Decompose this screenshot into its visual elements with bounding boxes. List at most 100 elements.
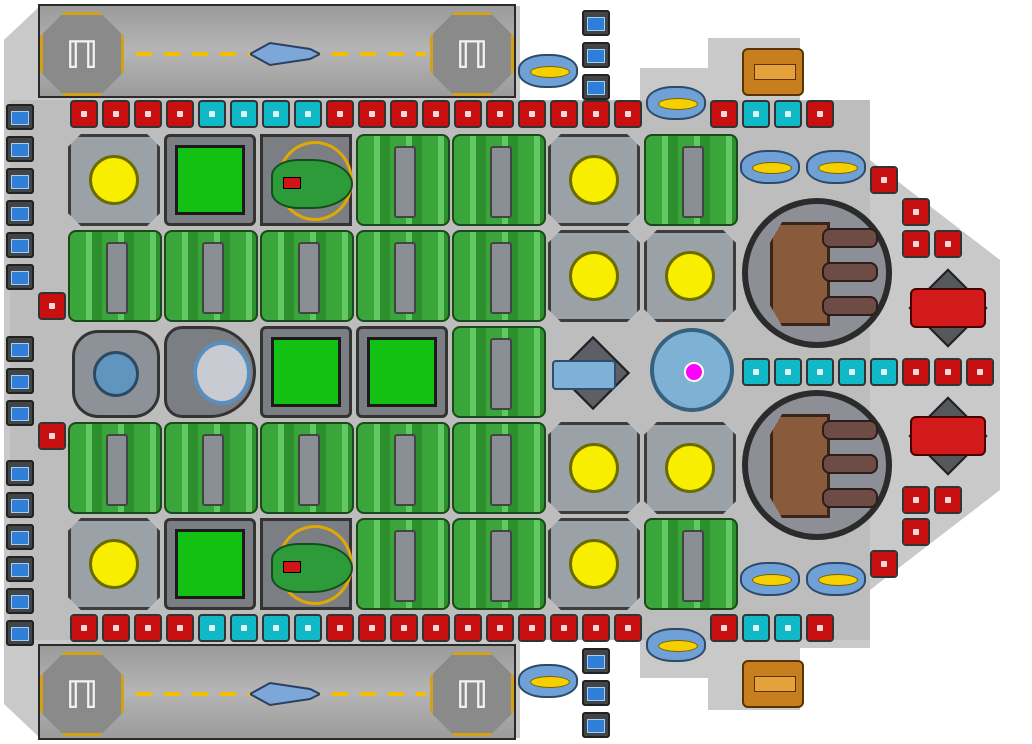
beam-weapon-icon[interactable] <box>548 328 638 418</box>
landing-pad-bottom[interactable]: ℿ ℿ <box>38 644 516 740</box>
fuel-tank-icon[interactable] <box>260 230 354 322</box>
fuel-tank-icon[interactable] <box>356 230 450 322</box>
thruster-icon[interactable] <box>6 136 34 162</box>
thruster-icon[interactable] <box>6 232 34 258</box>
armor-icon[interactable] <box>134 614 162 642</box>
fuel-tank-icon[interactable] <box>644 518 738 610</box>
fuel-tank-icon[interactable] <box>452 134 546 226</box>
reactor-icon[interactable] <box>548 230 640 322</box>
armor-icon[interactable] <box>902 198 930 226</box>
armor-icon[interactable] <box>262 614 290 642</box>
thruster-icon[interactable] <box>6 588 34 614</box>
reactor-icon[interactable] <box>548 518 640 610</box>
armor-icon[interactable] <box>294 614 322 642</box>
armor-icon[interactable] <box>966 358 994 386</box>
armor-icon[interactable] <box>38 422 66 450</box>
armor-icon[interactable] <box>422 100 450 128</box>
thruster-icon[interactable] <box>6 400 34 426</box>
thruster-icon[interactable] <box>6 556 34 582</box>
armor-icon[interactable] <box>326 100 354 128</box>
armor-icon[interactable] <box>102 100 130 128</box>
shield-generator-icon[interactable] <box>72 330 160 418</box>
fuel-tank-icon[interactable] <box>356 518 450 610</box>
armor-icon[interactable] <box>742 614 770 642</box>
reactor-icon[interactable] <box>68 518 160 610</box>
autocannon-icon[interactable] <box>742 48 804 96</box>
sensor-dome-icon[interactable] <box>164 326 256 418</box>
armor-icon[interactable] <box>774 358 802 386</box>
cargo-icon[interactable] <box>164 134 256 226</box>
fuel-tank-icon[interactable] <box>644 134 738 226</box>
thruster-icon[interactable] <box>6 264 34 290</box>
fuel-tank-icon[interactable] <box>452 422 546 514</box>
fighter-bay-icon[interactable] <box>260 518 353 610</box>
armor-icon[interactable] <box>870 166 898 194</box>
reactor-icon[interactable] <box>644 422 736 514</box>
armor-icon[interactable] <box>710 614 738 642</box>
heavy-cannon-icon[interactable] <box>742 390 892 540</box>
reactor-icon[interactable] <box>548 134 640 226</box>
armor-icon[interactable] <box>454 100 482 128</box>
turret-icon[interactable] <box>740 562 800 596</box>
armor-icon[interactable] <box>102 614 130 642</box>
thruster-icon[interactable] <box>6 336 34 362</box>
armor-icon[interactable] <box>38 292 66 320</box>
fuel-tank-icon[interactable] <box>356 134 450 226</box>
reactor-icon[interactable] <box>548 422 640 514</box>
armor-icon[interactable] <box>774 100 802 128</box>
armor-icon[interactable] <box>742 358 770 386</box>
armor-icon[interactable] <box>870 550 898 578</box>
red-laser-icon[interactable] <box>902 262 994 354</box>
turret-icon[interactable] <box>646 628 706 662</box>
turret-icon[interactable] <box>518 664 578 698</box>
cargo-icon[interactable] <box>356 326 448 418</box>
cargo-icon[interactable] <box>260 326 352 418</box>
armor-icon[interactable] <box>902 230 930 258</box>
armor-icon[interactable] <box>294 100 322 128</box>
reactor-icon[interactable] <box>68 134 160 226</box>
armor-icon[interactable] <box>134 100 162 128</box>
armor-icon[interactable] <box>902 358 930 386</box>
thruster-icon[interactable] <box>582 680 610 706</box>
autocannon-icon[interactable] <box>742 660 804 708</box>
turret-icon[interactable] <box>806 150 866 184</box>
thruster-icon[interactable] <box>6 168 34 194</box>
armor-icon[interactable] <box>806 100 834 128</box>
armor-icon[interactable] <box>166 614 194 642</box>
armor-icon[interactable] <box>902 518 930 546</box>
armor-icon[interactable] <box>838 358 866 386</box>
armor-icon[interactable] <box>934 358 962 386</box>
armor-icon[interactable] <box>806 614 834 642</box>
fuel-tank-icon[interactable] <box>452 230 546 322</box>
fuel-tank-icon[interactable] <box>452 326 546 418</box>
thruster-icon[interactable] <box>6 460 34 486</box>
armor-icon[interactable] <box>390 614 418 642</box>
armor-icon[interactable] <box>230 614 258 642</box>
armor-icon[interactable] <box>870 358 898 386</box>
red-laser-icon[interactable] <box>902 390 994 482</box>
armor-icon[interactable] <box>902 486 930 514</box>
thruster-icon[interactable] <box>6 200 34 226</box>
thruster-icon[interactable] <box>582 42 610 68</box>
thruster-icon[interactable] <box>582 10 610 36</box>
armor-icon[interactable] <box>230 100 258 128</box>
thruster-icon[interactable] <box>6 368 34 394</box>
armor-icon[interactable] <box>550 614 578 642</box>
armor-icon[interactable] <box>486 100 514 128</box>
armor-icon[interactable] <box>422 614 450 642</box>
fighter-bay-icon[interactable] <box>260 134 353 226</box>
turret-icon[interactable] <box>806 562 866 596</box>
fuel-tank-icon[interactable] <box>452 518 546 610</box>
reactor-icon[interactable] <box>644 230 736 322</box>
armor-icon[interactable] <box>614 614 642 642</box>
thruster-icon[interactable] <box>582 648 610 674</box>
armor-icon[interactable] <box>454 614 482 642</box>
armor-icon[interactable] <box>550 100 578 128</box>
heavy-cannon-icon[interactable] <box>742 198 892 348</box>
turret-icon[interactable] <box>646 86 706 120</box>
thruster-icon[interactable] <box>6 104 34 130</box>
thruster-icon[interactable] <box>6 492 34 518</box>
armor-icon[interactable] <box>70 614 98 642</box>
armor-icon[interactable] <box>70 100 98 128</box>
armor-icon[interactable] <box>326 614 354 642</box>
